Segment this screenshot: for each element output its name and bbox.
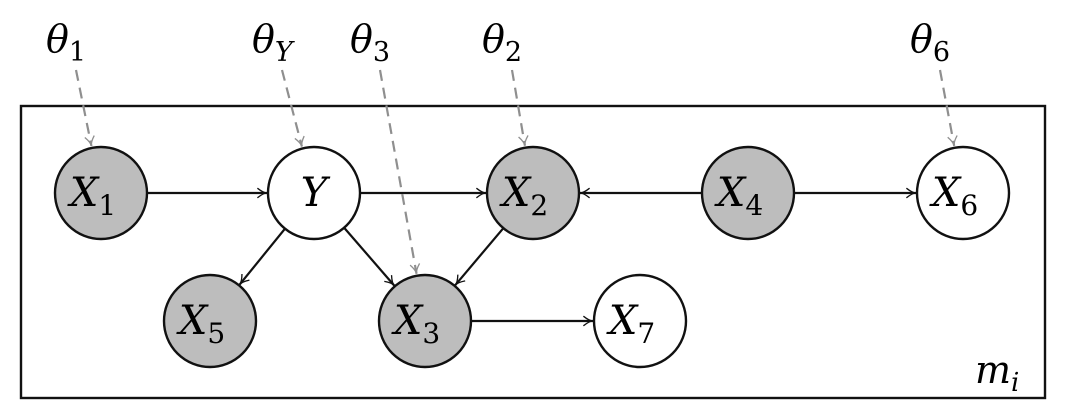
node-label-x4: X4 (714, 170, 763, 222)
node-circle-x5 (162, 273, 258, 369)
plate-box (19, 104, 1047, 400)
node-label-x1: X1 (67, 170, 116, 222)
param-edge-theta6-to-x6 (938, 69, 958, 147)
node-x3: X3 (377, 273, 473, 369)
node-x4: X4 (700, 145, 796, 241)
node-label-x6: X6 (929, 170, 978, 222)
edge-y-to-x3 (343, 227, 396, 287)
param-label-theta2: θ2 (482, 17, 522, 68)
param-edge-thetaY-to-y (280, 69, 305, 147)
edge-y-to-x5 (238, 228, 286, 286)
node-label-y: Y (301, 170, 331, 216)
node-circle-x7 (592, 273, 688, 369)
param-edge-theta2-to-x2 (510, 69, 529, 146)
param-label-thetaY: θY (252, 17, 295, 68)
node-circle-x6 (915, 145, 1011, 241)
param-label-theta3: θ3 (350, 17, 390, 68)
param-label-theta6: θ6 (910, 17, 950, 68)
edges-layer (147, 187, 917, 327)
node-circle-x4 (700, 145, 796, 241)
param-label-theta1: θ1 (46, 17, 86, 68)
node-x6: X6 (915, 145, 1011, 241)
param-edge-theta1-to-x1 (74, 69, 95, 147)
params-layer: θ1 θY θ3 θ2 θ6 (46, 17, 958, 274)
param-edge-theta3-to-x3 (378, 69, 421, 274)
node-circle-y (266, 145, 362, 241)
node-circle-x1 (53, 145, 149, 241)
node-label-x5: X5 (176, 298, 225, 350)
node-circle-x3 (377, 273, 473, 369)
node-x7: X7 (592, 273, 688, 369)
node-label-x2: X2 (499, 170, 548, 222)
node-x5: X5 (162, 273, 258, 369)
node-label-x7: X7 (606, 298, 655, 350)
node-x1: X1 (53, 145, 149, 241)
node-x2: X2 (485, 145, 581, 241)
edge-x2-to-x3 (454, 227, 505, 286)
plate-label: mi (975, 348, 1019, 398)
node-label-x3: X3 (391, 298, 440, 350)
node-y: Y (266, 145, 362, 241)
node-circle-x2 (485, 145, 581, 241)
